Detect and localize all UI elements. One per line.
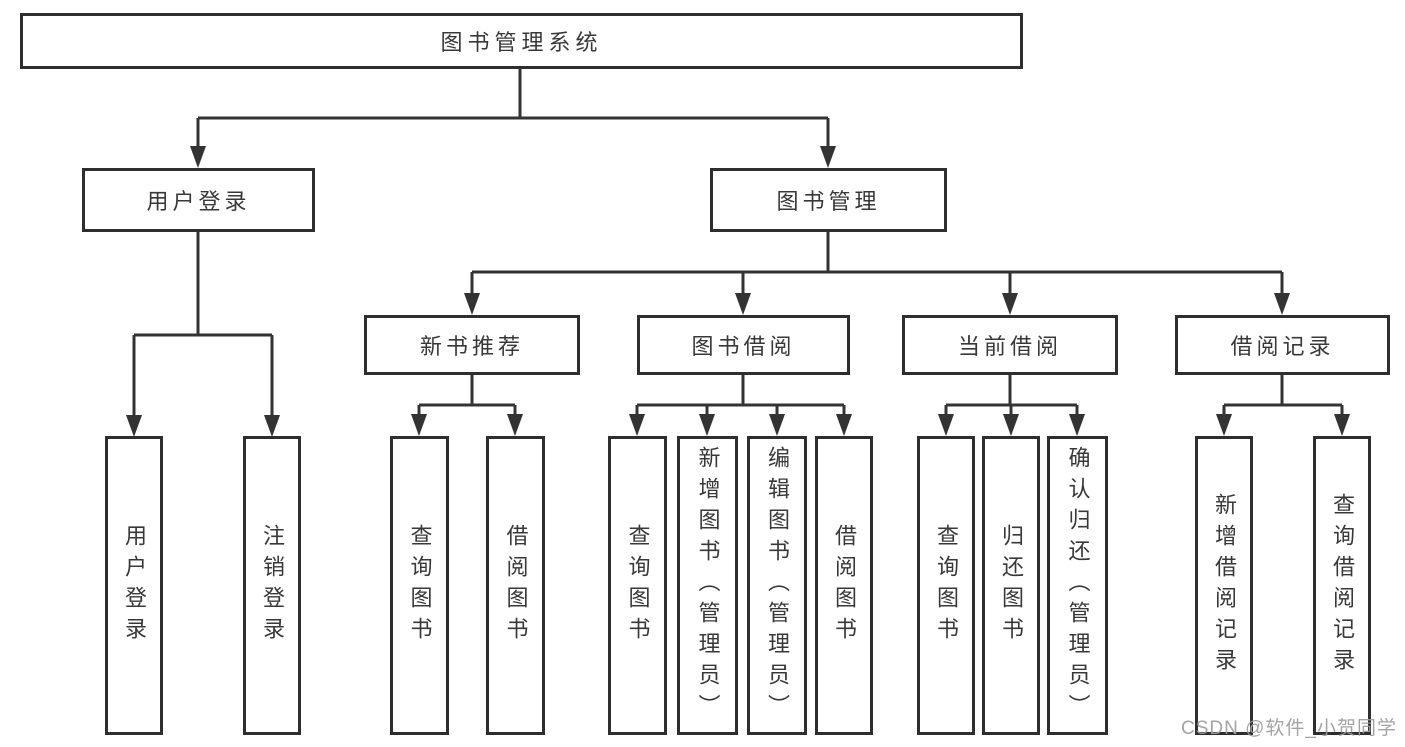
leaf-logout: 注销登录 <box>243 436 301 735</box>
node-user-login: 用户登录 <box>82 168 315 232</box>
leaf-borrow-books-recommend: 借阅图书 <box>486 436 545 735</box>
leaf-add-book-admin: 新增图书（管理员） <box>677 436 738 735</box>
node-label: 用户登录 <box>122 523 147 648</box>
node-library-system: 图书管理系统 <box>20 13 1023 69</box>
node-label: 确认归还（管理员） <box>1065 446 1091 725</box>
leaf-edit-book-admin: 编辑图书（管理员） <box>747 436 807 735</box>
node-label: 归还图书 <box>999 523 1024 648</box>
leaf-add-borrow-record: 新增借阅记录 <box>1195 436 1253 735</box>
node-new-book-recommend: 新书推荐 <box>364 315 580 375</box>
leaf-return-books: 归还图书 <box>982 436 1040 735</box>
node-label: 用户登录 <box>146 189 251 214</box>
node-label: 查询图书 <box>934 523 959 648</box>
node-book-borrowing: 图书借阅 <box>637 315 850 375</box>
node-label: 借阅记录 <box>1230 334 1335 359</box>
leaf-borrow-books-borrowing: 借阅图书 <box>815 436 873 735</box>
node-label: 当前借阅 <box>957 334 1062 359</box>
leaf-query-books-recommend: 查询图书 <box>390 436 449 735</box>
leaf-query-books-borrowing: 查询图书 <box>608 436 667 735</box>
node-label: 新书推荐 <box>419 334 524 359</box>
node-label: 借阅图书 <box>832 523 857 648</box>
leaf-user-login: 用户登录 <box>105 436 163 735</box>
connector-strokes <box>132 69 1344 416</box>
node-label: 图书借阅 <box>691 334 796 359</box>
leaf-confirm-return-admin: 确认归还（管理员） <box>1047 436 1108 735</box>
node-current-borrowing: 当前借阅 <box>902 315 1118 375</box>
node-label: 图书管理系统 <box>440 30 603 55</box>
node-book-management: 图书管理 <box>710 168 947 232</box>
node-label: 查询借阅记录 <box>1330 492 1355 679</box>
watermark: CSDN @软件_小贺同学 <box>1181 718 1397 739</box>
node-label: 新增图书（管理员） <box>695 446 721 725</box>
node-label: 查询图书 <box>625 523 651 648</box>
leaf-query-books-current: 查询图书 <box>917 436 975 735</box>
node-label: 查询图书 <box>407 523 433 648</box>
arrowheads <box>126 146 1350 437</box>
node-borrowing-records: 借阅记录 <box>1175 315 1390 375</box>
node-label: 新增借阅记录 <box>1212 492 1237 679</box>
node-label: 图书管理 <box>776 189 881 214</box>
node-label: 注销登录 <box>260 523 285 648</box>
node-label: 借阅图书 <box>503 523 529 648</box>
leaf-query-borrow-record: 查询借阅记录 <box>1313 436 1371 735</box>
node-label: 编辑图书（管理员） <box>765 446 790 725</box>
